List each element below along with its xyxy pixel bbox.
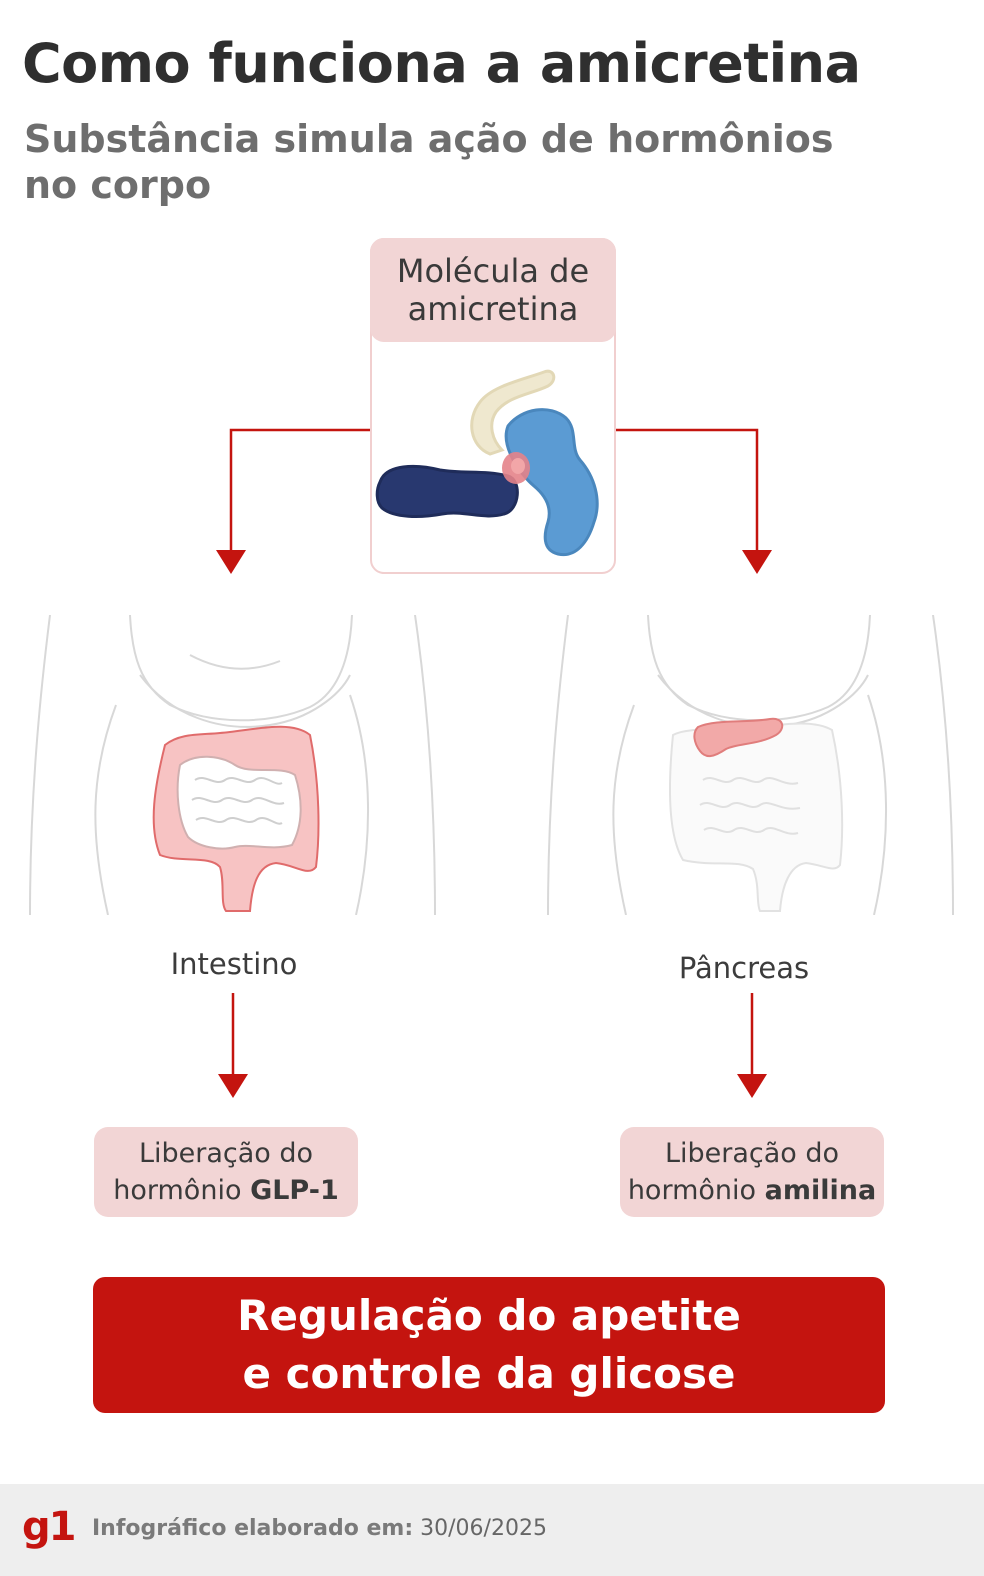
amilina-hormone-name: amilina xyxy=(764,1175,877,1206)
glp1-release-prefix: Liberação do xyxy=(138,1138,314,1169)
pancreas-label: Pâncreas xyxy=(678,951,810,985)
footer-bar xyxy=(0,1484,984,1576)
arrowhead-right xyxy=(742,550,772,574)
arrowhead-left xyxy=(216,550,246,574)
result-line-1: Regulação do apetite xyxy=(237,1291,741,1340)
arrowhead-pancreas xyxy=(737,1074,767,1098)
connector-right xyxy=(616,428,759,552)
glp1-hormone-name: GLP-1 xyxy=(250,1175,339,1206)
page-title: Como funciona a amicretina xyxy=(22,32,861,95)
connector-left xyxy=(229,428,370,552)
arrowhead-intestine xyxy=(218,1074,248,1098)
footer-credit: Infográfico elaborado em: 30/06/2025 xyxy=(92,1516,547,1541)
amilina-release-prefix: Liberação do xyxy=(664,1138,840,1169)
amilina-release-line2: hormônio amilina xyxy=(627,1175,877,1206)
footer-date: 30/06/2025 xyxy=(420,1516,547,1541)
glp1-release-box: Liberação do hormônio GLP-1 xyxy=(94,1127,358,1217)
molecule-label: Molécula de amicretina xyxy=(370,238,616,342)
result-box: Regulação do apetite e controle da glico… xyxy=(93,1277,885,1413)
result-line-2: e controle da glicose xyxy=(242,1349,736,1398)
pancreas-illustration xyxy=(547,615,954,915)
amilina-release-box: Liberação do hormônio amilina xyxy=(620,1127,884,1217)
g1-logo: g1 xyxy=(22,1504,76,1550)
footer-label: Infográfico elaborado em: xyxy=(92,1516,414,1541)
intestine-label: Intestino xyxy=(170,947,298,981)
glp1-release-line2: hormônio GLP-1 xyxy=(113,1175,339,1206)
molecule-illustration xyxy=(375,369,599,557)
page-subtitle: Substância simula ação de hormônios no c… xyxy=(24,117,834,207)
intestine-illustration xyxy=(29,615,436,915)
